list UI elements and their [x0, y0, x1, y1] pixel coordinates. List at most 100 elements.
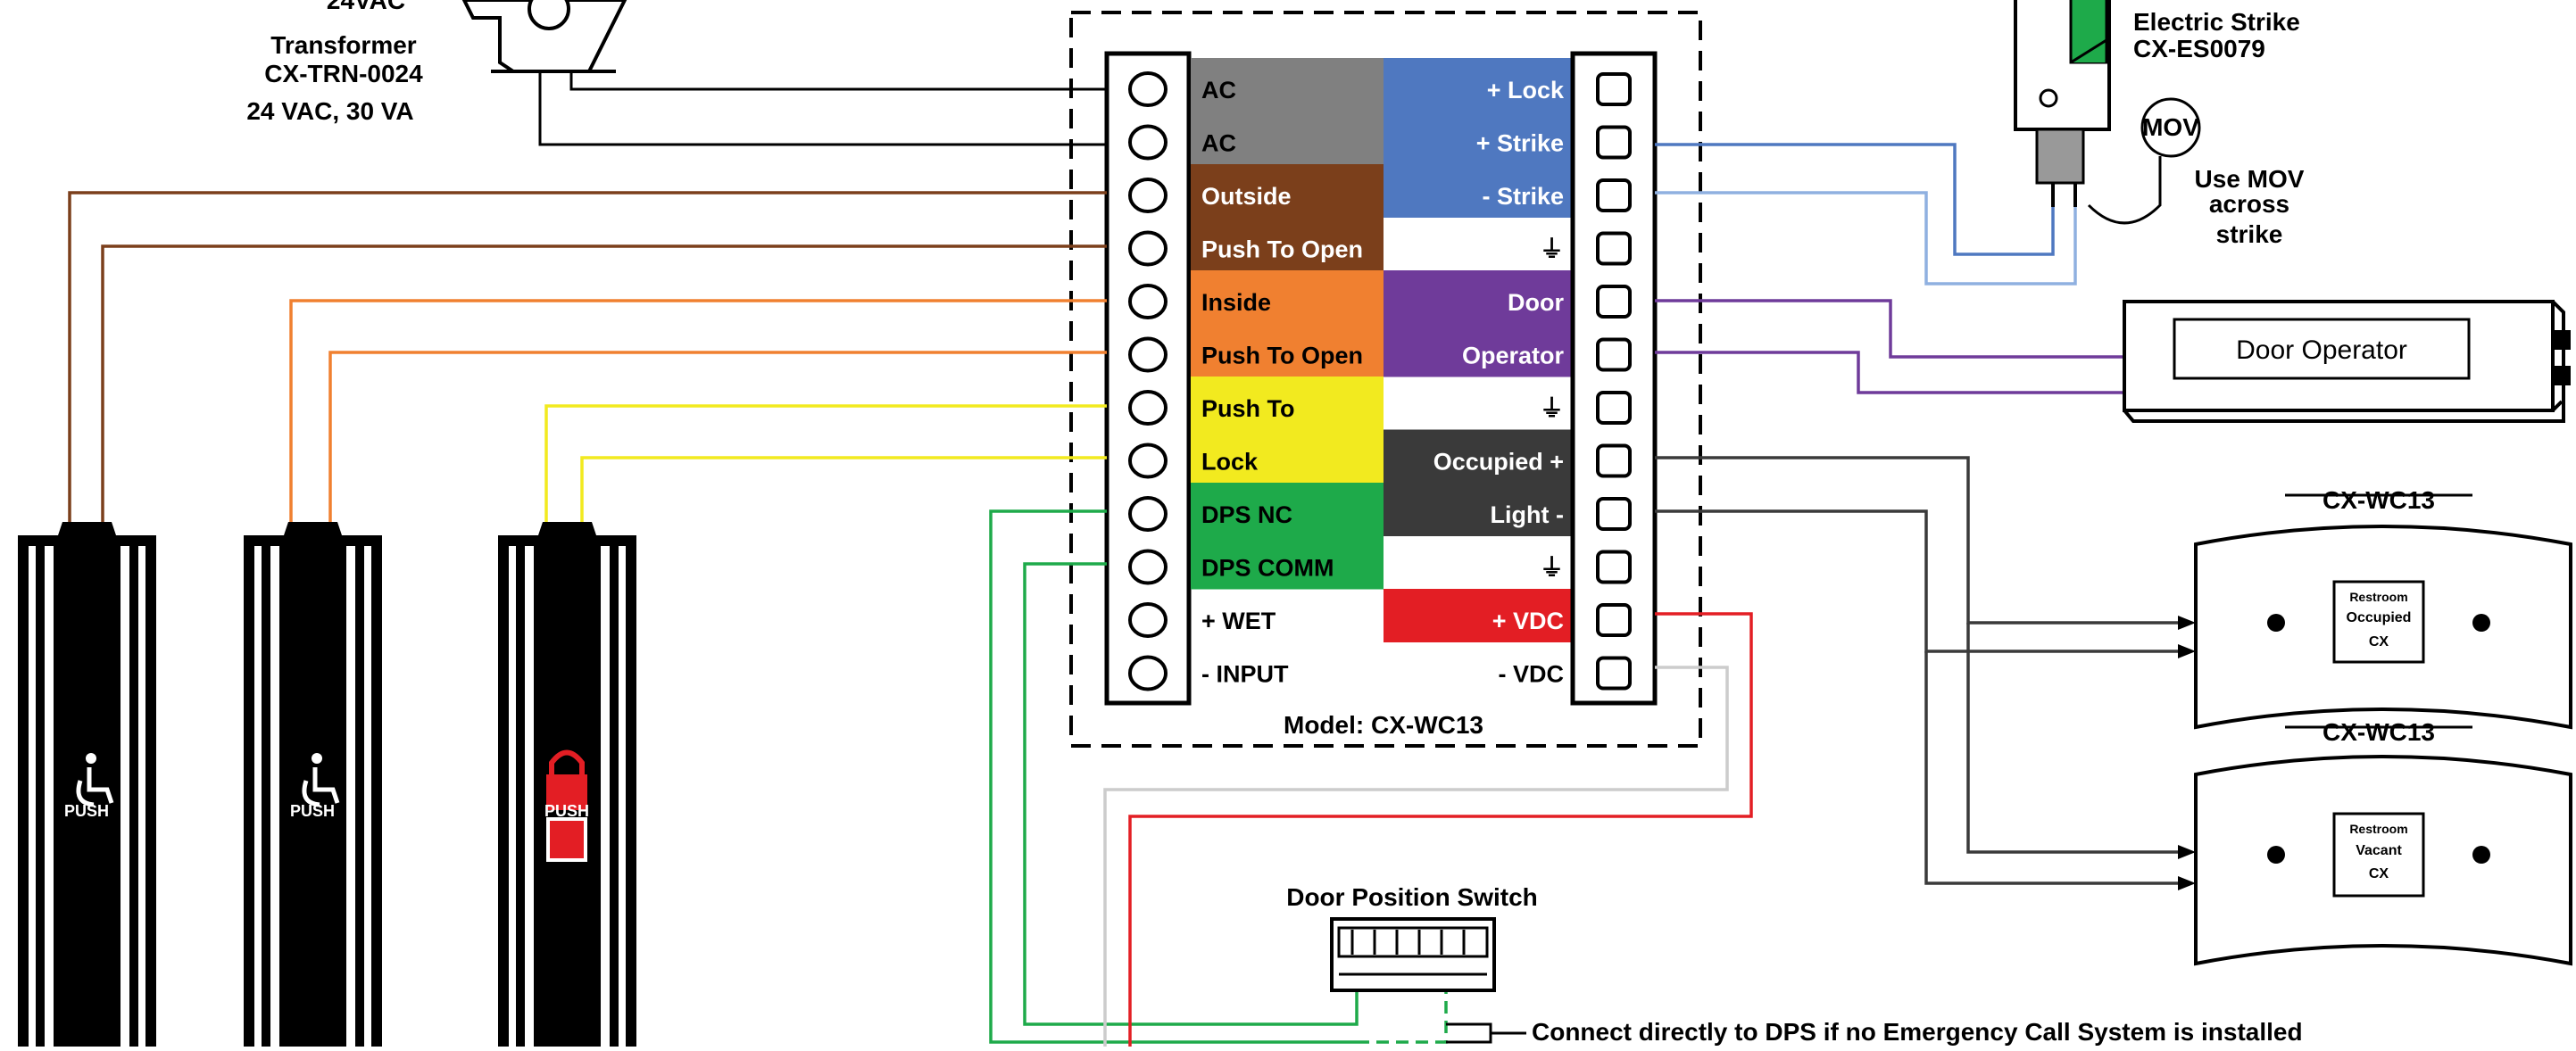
wire-green-2	[1023, 562, 1359, 1026]
right-terminal-screw	[1596, 443, 1632, 478]
door-operator-label: Door Operator	[2236, 335, 2407, 365]
right-terminal-label: - VDC	[1499, 661, 1565, 688]
right-terminal-screw	[1596, 72, 1632, 106]
transformer-model: CX-TRN-0024	[264, 60, 423, 87]
strike-title: Electric Strike	[2133, 8, 2300, 36]
bollard-label: PUSH	[544, 802, 589, 820]
right-terminal-label: ⏚	[1540, 236, 1564, 263]
left-band	[1191, 270, 1384, 324]
wire-grey-1b	[1966, 623, 2187, 854]
left-terminal-label: Outside	[1201, 183, 1292, 210]
left-terminal-label: Push To Open	[1201, 343, 1363, 369]
right-band	[1384, 429, 1573, 484]
wire-grey-2b	[1924, 651, 2187, 885]
mov-line1: Use MOV	[2195, 165, 2305, 193]
right-terminal-label: Operator	[1462, 343, 1565, 369]
wire-vdc-plus	[1128, 612, 1753, 1047]
sign-vacant-text2: Vacant	[2356, 843, 2402, 858]
door-position-switch: Door Position Switch	[1286, 883, 1538, 992]
right-terminal-label: + Strike	[1476, 130, 1564, 157]
wire-ac-1	[569, 71, 1107, 91]
left-band	[1191, 217, 1384, 271]
wire-purple-1	[1655, 299, 2124, 359]
left-terminal-label: DPS COMM	[1201, 555, 1334, 582]
wire-orange-2	[328, 351, 1107, 531]
right-band	[1384, 589, 1573, 642]
sign-occupied-text1: Restroom	[2349, 590, 2407, 604]
right-terminal-label: + Lock	[1487, 77, 1565, 103]
right-band	[1384, 58, 1573, 112]
left-band	[1191, 323, 1384, 377]
left-terminal-label: DPS NC	[1201, 501, 1292, 528]
wire-green-dashed	[1357, 989, 1448, 1044]
right-terminal-screw	[1596, 231, 1632, 266]
right-terminal-block	[1570, 51, 1658, 706]
lock-icon	[546, 749, 587, 862]
wire-purple-2	[1655, 351, 2124, 394]
wheelchair-icon	[302, 753, 340, 807]
left-terminal-screw	[1128, 124, 1168, 161]
right-terminal-screw	[1596, 497, 1632, 531]
transformer: 24VAC Transformer CX-TRN-0024 24 VAC, 30…	[246, 0, 627, 125]
wire-blue-1	[1655, 143, 2055, 256]
bollard: PUSH	[18, 522, 156, 1051]
wire-ac-2	[538, 71, 1107, 146]
left-band	[1191, 58, 1384, 112]
right-terminal-label: + VDC	[1492, 608, 1564, 634]
sign-occupied-text2: Occupied	[2347, 610, 2412, 625]
right-terminal-screw	[1596, 603, 1632, 637]
sign-vacant: CX-WC13 Restroom Vacant CX	[2178, 718, 2572, 966]
left-band	[1191, 535, 1384, 590]
right-terminal-label: ⏚	[1540, 395, 1564, 422]
left-band	[1191, 483, 1384, 536]
left-terminal-label: Push To	[1201, 395, 1295, 422]
mov-badge: MOV	[2142, 113, 2199, 141]
wire-grey-2	[1655, 509, 2187, 653]
left-band	[1191, 377, 1384, 430]
mov-line2: across	[2209, 190, 2289, 218]
right-terminal-screw	[1596, 391, 1632, 425]
transformer-voltage: 24VAC	[327, 0, 405, 14]
left-terminal-screw	[1128, 71, 1168, 107]
right-terminal-label: Door	[1508, 289, 1564, 316]
left-terminal-screw	[1128, 336, 1168, 373]
strike-model: CX-ES0079	[2133, 35, 2265, 62]
sign-occupied-text3: CX	[2369, 634, 2389, 650]
left-terminal-screw	[1128, 496, 1168, 532]
wire-yellow-1	[544, 404, 1107, 531]
left-terminal-screw	[1128, 549, 1168, 585]
sign-occupied: CX-WC13 Restroom Occupied CX	[2178, 486, 2572, 730]
right-terminal-label: ⏚	[1540, 555, 1564, 582]
left-terminal-label: - INPUT	[1201, 661, 1289, 688]
right-terminal-screw	[1596, 125, 1632, 160]
wire-green-1	[989, 509, 1357, 1044]
left-band	[1191, 429, 1384, 484]
right-band	[1384, 111, 1573, 165]
dps-note-text: Connect directly to DPS if no Emergency …	[1532, 1018, 2303, 1046]
dps-title: Door Position Switch	[1286, 883, 1538, 911]
wire-orange-1	[289, 299, 1107, 531]
left-terminal-label: Inside	[1201, 289, 1271, 316]
bollard: PUSH	[244, 522, 382, 1051]
sign-vacant-text3: CX	[2369, 866, 2389, 881]
left-terminal-label: + WET	[1201, 608, 1276, 634]
left-terminal-screw	[1128, 284, 1168, 319]
left-terminal-label: AC	[1201, 130, 1236, 157]
left-terminal-label: Lock	[1201, 449, 1259, 476]
wire-brown-2	[101, 244, 1107, 531]
sign-vacant-title: CX-WC13	[2323, 718, 2435, 746]
left-terminal-screw	[1128, 602, 1168, 638]
mov-line3: strike	[2216, 220, 2283, 248]
right-band	[1384, 323, 1573, 377]
left-terminal-block	[1104, 51, 1192, 706]
transformer-title: Transformer	[270, 31, 416, 59]
right-terminal-screw	[1596, 285, 1632, 319]
electric-strike: Electric Strike CX-ES0079	[2014, 0, 2300, 207]
right-terminal-label: Light -	[1491, 501, 1564, 528]
wheelchair-icon	[76, 753, 114, 807]
controller-model: Model: CX-WC13	[1284, 711, 1483, 739]
right-band	[1384, 483, 1573, 536]
right-band	[1384, 164, 1573, 218]
sign-vacant-text1: Restroom	[2349, 822, 2407, 836]
